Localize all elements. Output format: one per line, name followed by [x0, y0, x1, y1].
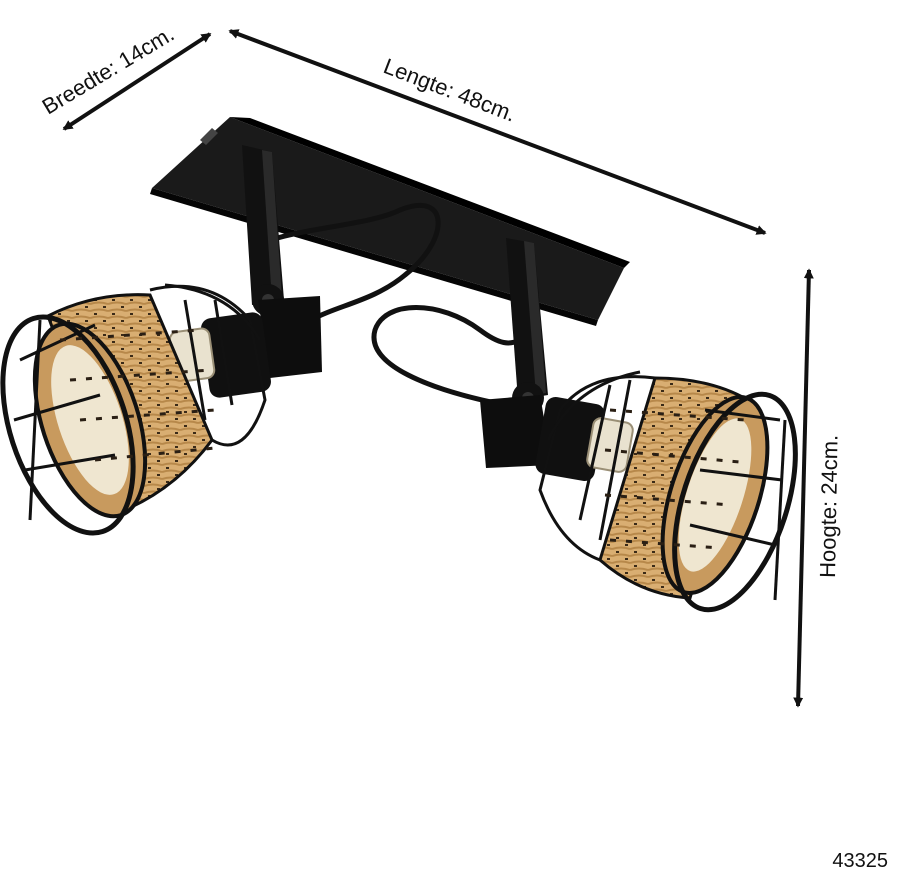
height-label: Hoogte: 24cm. [815, 435, 842, 578]
right-shade [535, 370, 798, 613]
height-arrow [793, 268, 814, 708]
product-code: 43325 [832, 850, 888, 872]
mounting-plate [150, 117, 630, 326]
width-dimension: Breedte: 14cm. [38, 21, 212, 131]
cable-left [261, 202, 441, 321]
left-arm [242, 145, 322, 378]
cable-right [371, 305, 522, 408]
length-arrow [228, 29, 767, 235]
width-arrow [62, 32, 212, 131]
lamp-illustration [0, 117, 798, 613]
left-shade [0, 283, 271, 536]
right-arm [480, 238, 552, 468]
height-dimension: Hoogte: 24cm. [793, 268, 842, 708]
